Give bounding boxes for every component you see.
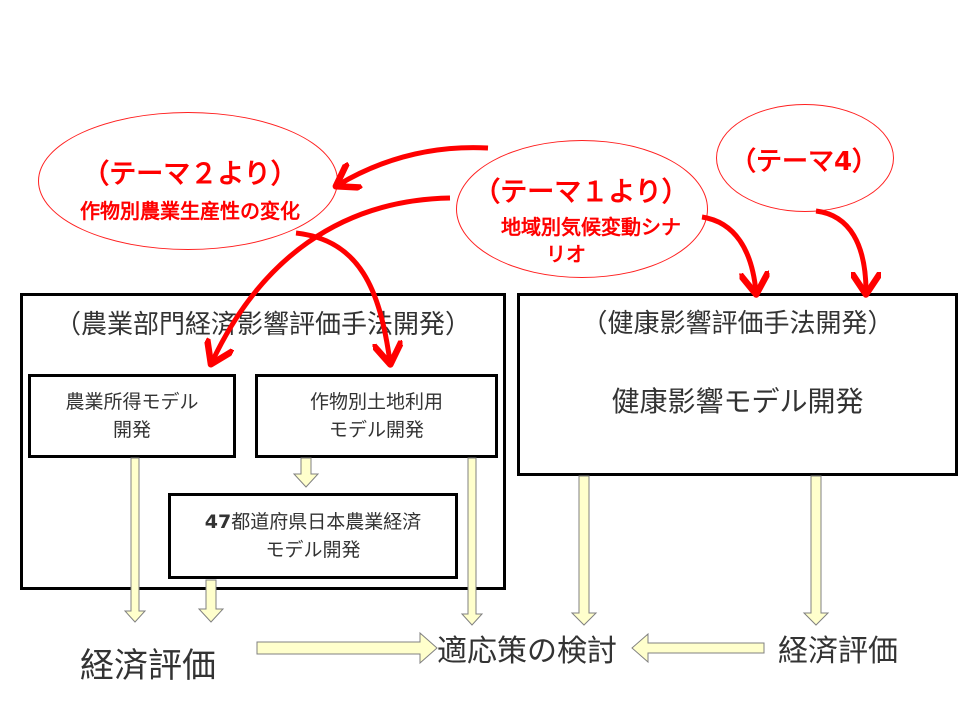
box-agri-income-model: 農業所得モデル 開発 bbox=[28, 374, 236, 458]
arrow-theme4-to-health bbox=[815, 208, 866, 292]
theme4-title: （テーマ4） bbox=[729, 147, 879, 177]
crop-landuse-line2: モデル開発 bbox=[328, 419, 424, 441]
agri-income-line1: 農業所得モデル bbox=[65, 391, 199, 413]
agri-income-line2: 開発 bbox=[112, 419, 151, 441]
pref47-line1-rest: 都道府県日本農業経済 bbox=[231, 511, 422, 533]
theme2-ellipse bbox=[38, 112, 338, 250]
health-section-title: （健康影響評価手法開発） bbox=[581, 309, 894, 339]
arrow-theme1-to-health bbox=[701, 214, 756, 292]
pref47-line2: モデル開発 bbox=[265, 539, 361, 561]
health-model-label: 健康影響モデル開発 bbox=[611, 385, 864, 418]
crop-landuse-line1: 作物別土地利用 bbox=[309, 391, 443, 413]
adaptation-label: 適応策の検討 bbox=[437, 634, 617, 669]
block-arrow-landuse-to-adaptation bbox=[460, 457, 484, 626]
health-section-box bbox=[517, 293, 958, 476]
theme1-subtitle-line2: リオ bbox=[546, 242, 586, 266]
block-arrow-econright-to-adaptation bbox=[631, 632, 765, 664]
block-arrow-income-to-econ bbox=[123, 457, 147, 623]
block-arrow-health-to-adaptation bbox=[570, 475, 598, 626]
arrow-theme2-to-landuse bbox=[295, 230, 390, 362]
theme2-title: （テーマ２より） bbox=[82, 159, 298, 190]
theme4-ellipse bbox=[716, 104, 894, 212]
agri-section-title: （農業部門経済影響評価手法開発） bbox=[54, 310, 471, 340]
econ-eval-left: 経済評価 bbox=[80, 646, 216, 686]
block-arrow-econ-to-adaptation bbox=[256, 631, 438, 665]
theme1-ellipse bbox=[456, 140, 708, 278]
box-47pref-econ-model: 47都道府県日本農業経済 モデル開発 bbox=[168, 493, 458, 579]
block-arrow-landuse-to-47pref bbox=[292, 457, 320, 488]
arrow-theme1-to-theme2 bbox=[338, 145, 489, 185]
block-arrow-health-to-econ bbox=[802, 475, 830, 626]
pref47-line1: 47都道府県日本農業経済 bbox=[205, 508, 421, 536]
arrow-theme1-to-agri-income bbox=[212, 195, 451, 362]
box-crop-landuse-model: 作物別土地利用 モデル開発 bbox=[255, 374, 498, 458]
block-arrow-47pref-to-econ bbox=[197, 579, 225, 623]
pref47-number: 47 bbox=[204, 511, 232, 533]
theme1-subtitle-line1: 地域別気候変動シナ bbox=[501, 215, 681, 239]
theme2-subtitle: 作物別農業生産性の変化 bbox=[80, 199, 300, 223]
econ-eval-right: 経済評価 bbox=[778, 634, 898, 669]
theme1-title: （テーマ１より） bbox=[473, 177, 689, 208]
